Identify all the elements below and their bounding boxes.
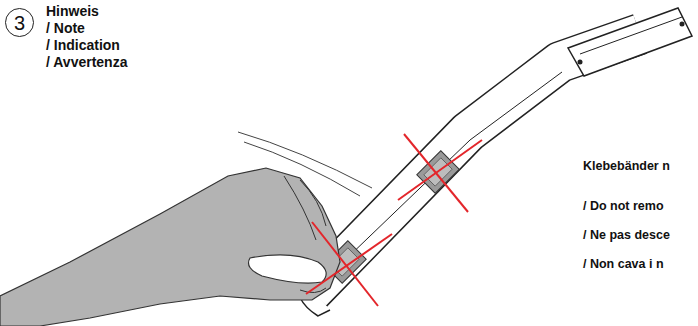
step-number: 3 (14, 13, 25, 33)
step-number-circle: 3 (5, 8, 34, 37)
thumb (249, 255, 327, 283)
screw-hole (680, 22, 685, 27)
finger-line (284, 176, 316, 240)
bar-edge (318, 72, 562, 286)
note-heading: / Avvertenza (46, 54, 127, 70)
screw-hole (578, 60, 583, 65)
note-heading: / Indication (46, 37, 120, 53)
note-text: / Do not remo (583, 199, 664, 213)
note-text: Klebebänder n (583, 159, 670, 173)
plate-edge (580, 17, 682, 54)
end-plate (568, 8, 692, 76)
note-heading: Hinweis (46, 3, 99, 19)
note-heading: / Note (46, 20, 85, 36)
finger-line (300, 180, 326, 226)
note-text: / Ne pas desce (583, 228, 670, 242)
prohibition-cross (306, 134, 482, 306)
hand (0, 168, 340, 326)
note-text: / Non cava i n (583, 257, 664, 271)
